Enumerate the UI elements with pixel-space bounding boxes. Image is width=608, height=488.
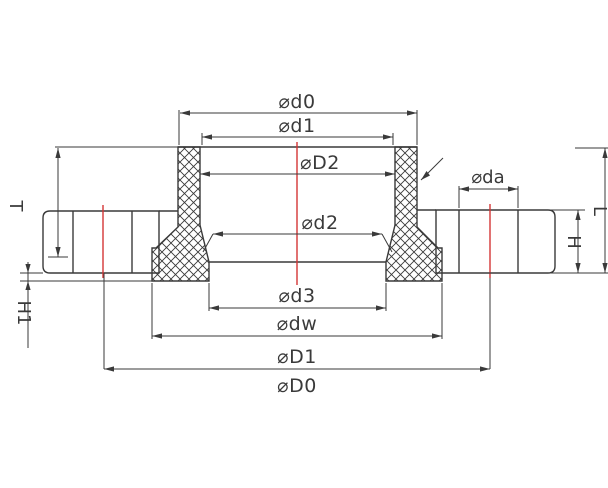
dim-H1: H1 <box>13 262 34 348</box>
dim-D1-label: ⌀D1 <box>277 346 317 368</box>
dim-D0-label: ⌀D0 <box>277 375 317 397</box>
dim-T: T <box>5 148 61 257</box>
flange-body <box>151 146 443 282</box>
hub-right-wall-section <box>385 146 443 282</box>
centerlines <box>102 142 491 285</box>
right-backing-ring <box>435 209 556 274</box>
hub-left-wall-section <box>151 146 210 282</box>
dim-D1: ⌀D1 <box>104 346 490 372</box>
dim-d1-label: ⌀d1 <box>278 115 315 137</box>
dim-da: ⌀da <box>459 167 518 192</box>
dim-H: H <box>563 210 584 273</box>
dim-d0: ⌀d0 <box>180 91 417 116</box>
dim-dw-label: ⌀dw <box>277 313 318 335</box>
dim-T-label: T <box>5 200 26 213</box>
dim-D2-label: ⌀D2 <box>300 152 340 174</box>
dim-d3: ⌀d3 <box>209 285 386 311</box>
backing-rings <box>42 209 556 274</box>
extension-lines <box>20 110 608 369</box>
dim-da-label: ⌀da <box>471 167 504 188</box>
dim-D0: ⌀D0 <box>277 375 317 397</box>
dim-dw: ⌀dw <box>152 313 442 339</box>
left-backing-ring <box>42 210 160 274</box>
dim-H1-label: H1 <box>13 301 34 326</box>
dim-d1: ⌀d1 <box>202 115 393 140</box>
joint-leader-arrow <box>421 171 430 180</box>
dim-D2: ⌀D2 <box>200 152 395 177</box>
dim-L-label: L <box>589 206 608 216</box>
dim-d3-label: ⌀d3 <box>278 285 315 307</box>
dim-d2: ⌀d2 <box>202 212 393 253</box>
dim-d0-label: ⌀d0 <box>278 91 315 113</box>
dim-L: L <box>589 148 608 273</box>
dim-H-label: H <box>563 235 584 249</box>
dim-d2-label: ⌀d2 <box>301 212 338 234</box>
